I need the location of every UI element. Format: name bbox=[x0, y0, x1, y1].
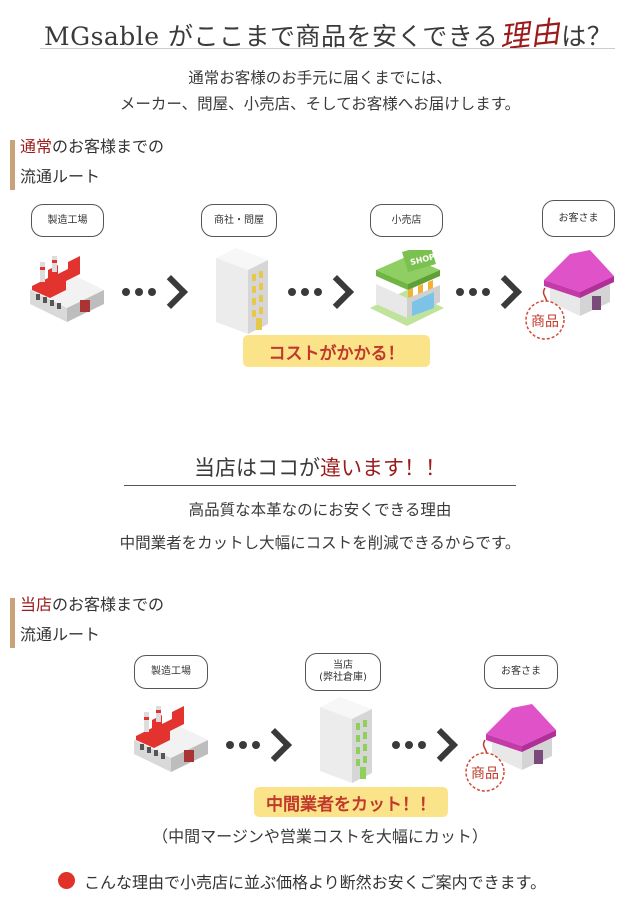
page-title: MGsable がここまで商品を安くできる理由は？ bbox=[44, 10, 612, 57]
arrow-icon bbox=[288, 275, 354, 309]
title-accent: 理由 bbox=[498, 14, 563, 57]
factory-icon bbox=[30, 256, 104, 322]
cost-badge: コストがかかる！ bbox=[243, 335, 430, 367]
step-label-factory: 製造工場 bbox=[31, 204, 104, 237]
arrow-icon bbox=[392, 728, 458, 762]
difference-line-1: 高品質な本革なのにお安くできる理由 bbox=[188, 501, 452, 519]
difference-heading: 当店はココが違います！！ bbox=[194, 456, 446, 480]
step-label-retailer: 小売店 bbox=[370, 204, 443, 237]
arrow-icon bbox=[122, 275, 188, 309]
step-label-our-warehouse: 当店(弊社倉庫) bbox=[305, 653, 381, 691]
svg-text:商品: 商品 bbox=[471, 766, 499, 782]
normal-route-heading: 通常のお客様までの 流通ルート bbox=[20, 137, 165, 186]
house-icon bbox=[544, 250, 614, 316]
arrow-icon bbox=[456, 275, 522, 309]
warehouse-building-icon bbox=[320, 697, 372, 783]
office-building-icon bbox=[216, 248, 268, 334]
intro-line-2: メーカー、問屋、小売店、そしてお客様へお届けします。 bbox=[119, 95, 521, 113]
difference-line-2: 中間業者をカットし大幅にコストを削減できるからです。 bbox=[119, 534, 521, 552]
step-label-factory: 製造工場 bbox=[134, 655, 208, 689]
intro-line-1: 通常お客様のお手元に届くまでには、 bbox=[188, 69, 452, 87]
shop-icon: SHOP bbox=[370, 250, 444, 326]
house-icon bbox=[486, 704, 556, 770]
product-tag-icon: 商品 bbox=[465, 739, 505, 792]
cut-badge: 中間業者をカット！！ bbox=[254, 787, 448, 817]
title-divider bbox=[40, 48, 615, 49]
section-marker bbox=[10, 140, 15, 190]
our-route-heading: 当店のお客様までの 流通ルート bbox=[20, 595, 165, 644]
product-tag-icon: 商品 bbox=[525, 287, 565, 340]
step-label-customer: お客さま bbox=[484, 655, 558, 689]
cut-note: （中間マージンや営業コストを大幅にカット） bbox=[152, 827, 488, 846]
step-label-customer: お客さま bbox=[542, 200, 615, 237]
step-label-wholesaler: 商社・問屋 bbox=[201, 204, 277, 237]
section-marker bbox=[10, 598, 15, 648]
footer-note: こんな理由で小売店に並ぶ価格より断然お安くご案内できます。 bbox=[84, 873, 547, 892]
bullet-icon bbox=[58, 872, 75, 889]
difference-divider bbox=[124, 485, 516, 486]
factory-icon bbox=[134, 706, 208, 772]
arrow-icon bbox=[226, 728, 292, 762]
svg-text:商品: 商品 bbox=[531, 314, 559, 330]
